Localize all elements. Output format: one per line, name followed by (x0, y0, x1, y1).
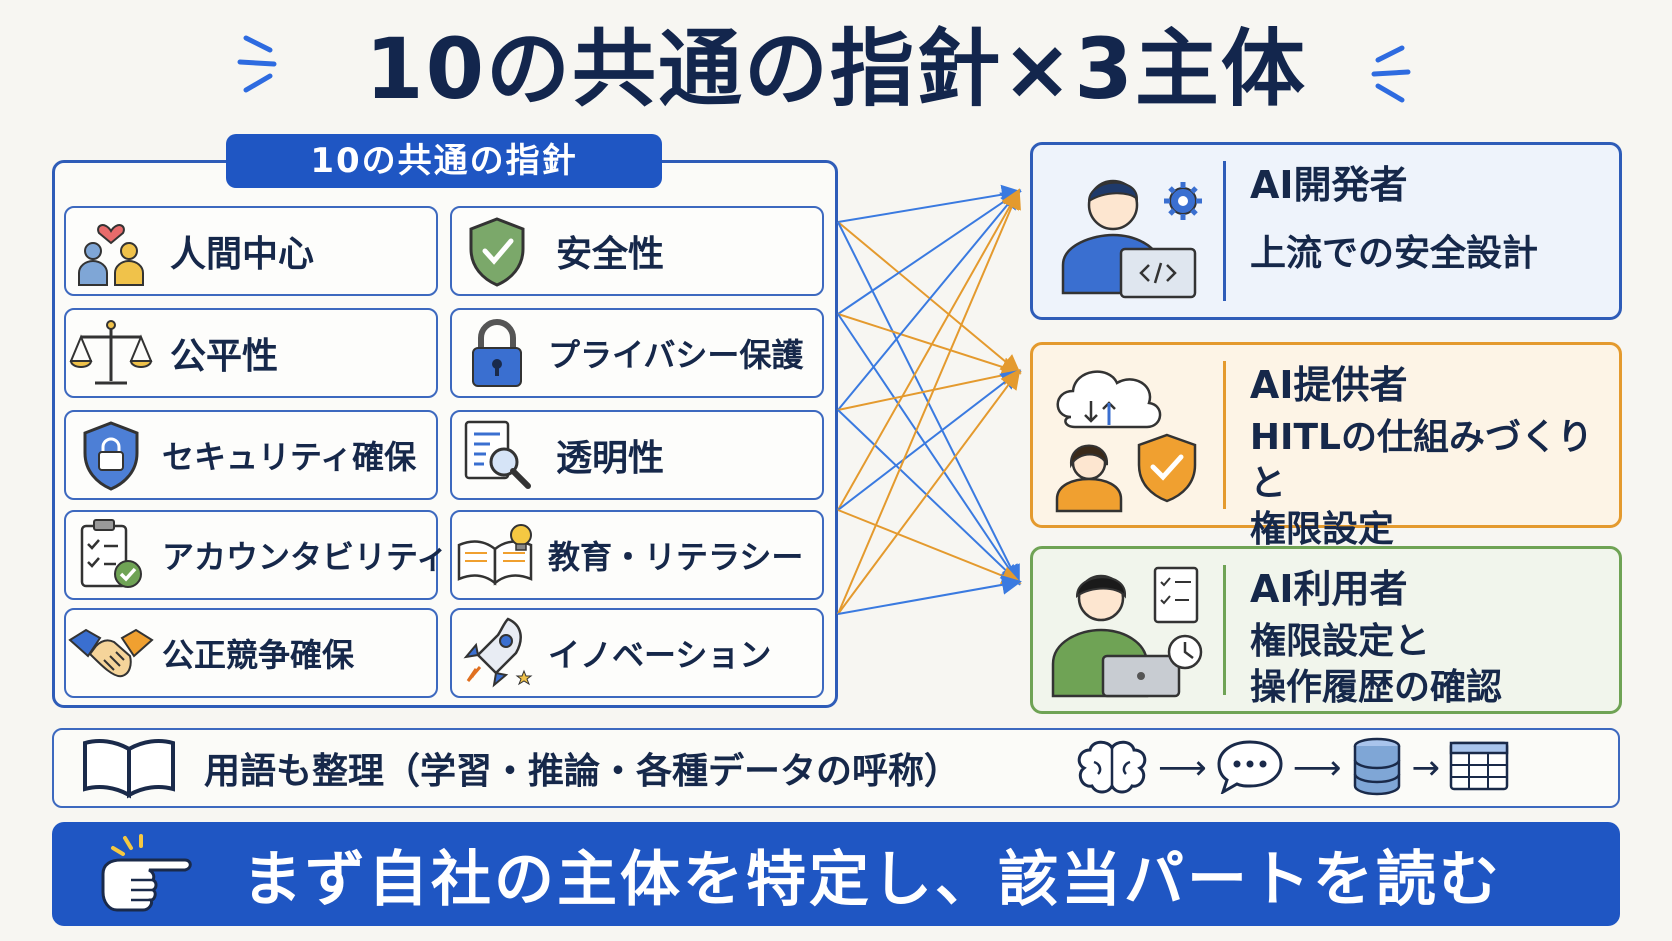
principle-card-security: セキュリティ確保 (64, 410, 438, 500)
data-flow: ⟶ ⟶ → (1074, 736, 1510, 800)
principle-label: セキュリティ確保 (162, 438, 417, 476)
actor-role: AI提供者 (1249, 363, 1408, 407)
rocket-icon (452, 610, 542, 696)
flow-arrow-icon: ⟶ (1292, 748, 1342, 788)
principle-label: プライバシー保護 (548, 336, 804, 374)
banner-text: まず自社の主体を特定し、該当パートを読む (242, 844, 1502, 915)
principle-card-innovation: イノベーション (450, 608, 824, 698)
actor-description: 上流での安全設計 (1250, 233, 1539, 274)
principle-card-transparency: 透明性 (450, 410, 824, 500)
page-title: 10の共通の指針×3主体 (365, 20, 1307, 118)
provider-cloud-shield-icon (1033, 345, 1223, 525)
principle-label: 教育・リテラシー (548, 538, 804, 576)
principle-label: アカウンタビリティ (162, 538, 449, 576)
developer-laptop-icon (1033, 145, 1223, 317)
principle-label: イノベーション (548, 636, 772, 674)
principle-card-fair-competition: 公正競争確保 (64, 608, 438, 698)
actor-card-provider: AI提供者 HITLの仕組みづくりと 権限設定 (1030, 342, 1622, 550)
shield-lock-icon (66, 412, 156, 498)
principle-card-fairness: 公平性 (64, 308, 438, 398)
right-sparkle-icon (1362, 40, 1412, 110)
shield-check-icon (452, 208, 542, 294)
open-book-icon (54, 737, 204, 799)
left-sparkle-icon (236, 30, 286, 100)
principle-label: 透明性 (556, 438, 665, 479)
actor-card-developer: AI開発者 上流での安全設計 (1030, 142, 1622, 320)
principle-card-education: 教育・リテラシー (450, 510, 824, 600)
principle-card-accountability: アカウンタビリティ (64, 510, 448, 600)
brain-icon (1074, 738, 1150, 798)
principle-card-human-centric: 人間中心 (64, 206, 438, 296)
user-laptop-checklist-icon (1033, 549, 1223, 711)
principles-panel-title: 10の共通の指針 (226, 134, 662, 188)
principle-label: 人間中心 (170, 234, 315, 275)
clipboard-check-icon (66, 512, 156, 598)
handshake-icon (66, 610, 156, 696)
actor-card-user: AI利用者 権限設定と 操作履歴の確認 (1030, 546, 1622, 714)
principle-label: 公正競争確保 (162, 636, 355, 674)
pointing-hand-icon (52, 834, 242, 914)
chat-bubble-icon (1215, 738, 1285, 798)
people-heart-icon (66, 208, 156, 294)
actor-description: HITLの仕組みづくりと 権限設定 (1249, 417, 1593, 550)
actor-role: AI利用者 (1250, 567, 1408, 611)
glossary-bar: 用語も整理（学習・推論・各種データの呼称） ⟶ ⟶ → (52, 728, 1620, 808)
actor-description: 権限設定と 操作履歴の確認 (1250, 621, 1503, 708)
flow-arrow-icon: → (1411, 748, 1441, 788)
flow-arrow-icon: ⟶ (1158, 748, 1207, 788)
principle-label: 安全性 (556, 234, 665, 275)
database-icon (1350, 736, 1404, 800)
call-to-action-banner: まず自社の主体を特定し、該当パートを読む (52, 822, 1620, 926)
scales-icon (66, 310, 156, 396)
glossary-text: 用語も整理（学習・推論・各種データの呼称） (204, 751, 961, 792)
principle-card-privacy: プライバシー保護 (450, 308, 824, 398)
table-icon (1448, 740, 1510, 796)
document-magnifier-icon (452, 412, 542, 498)
principle-label: 公平性 (170, 336, 279, 377)
book-lightbulb-icon (452, 512, 542, 598)
padlock-icon (452, 310, 542, 396)
actor-role: AI開発者 (1250, 163, 1408, 207)
principle-card-safety: 安全性 (450, 206, 824, 296)
